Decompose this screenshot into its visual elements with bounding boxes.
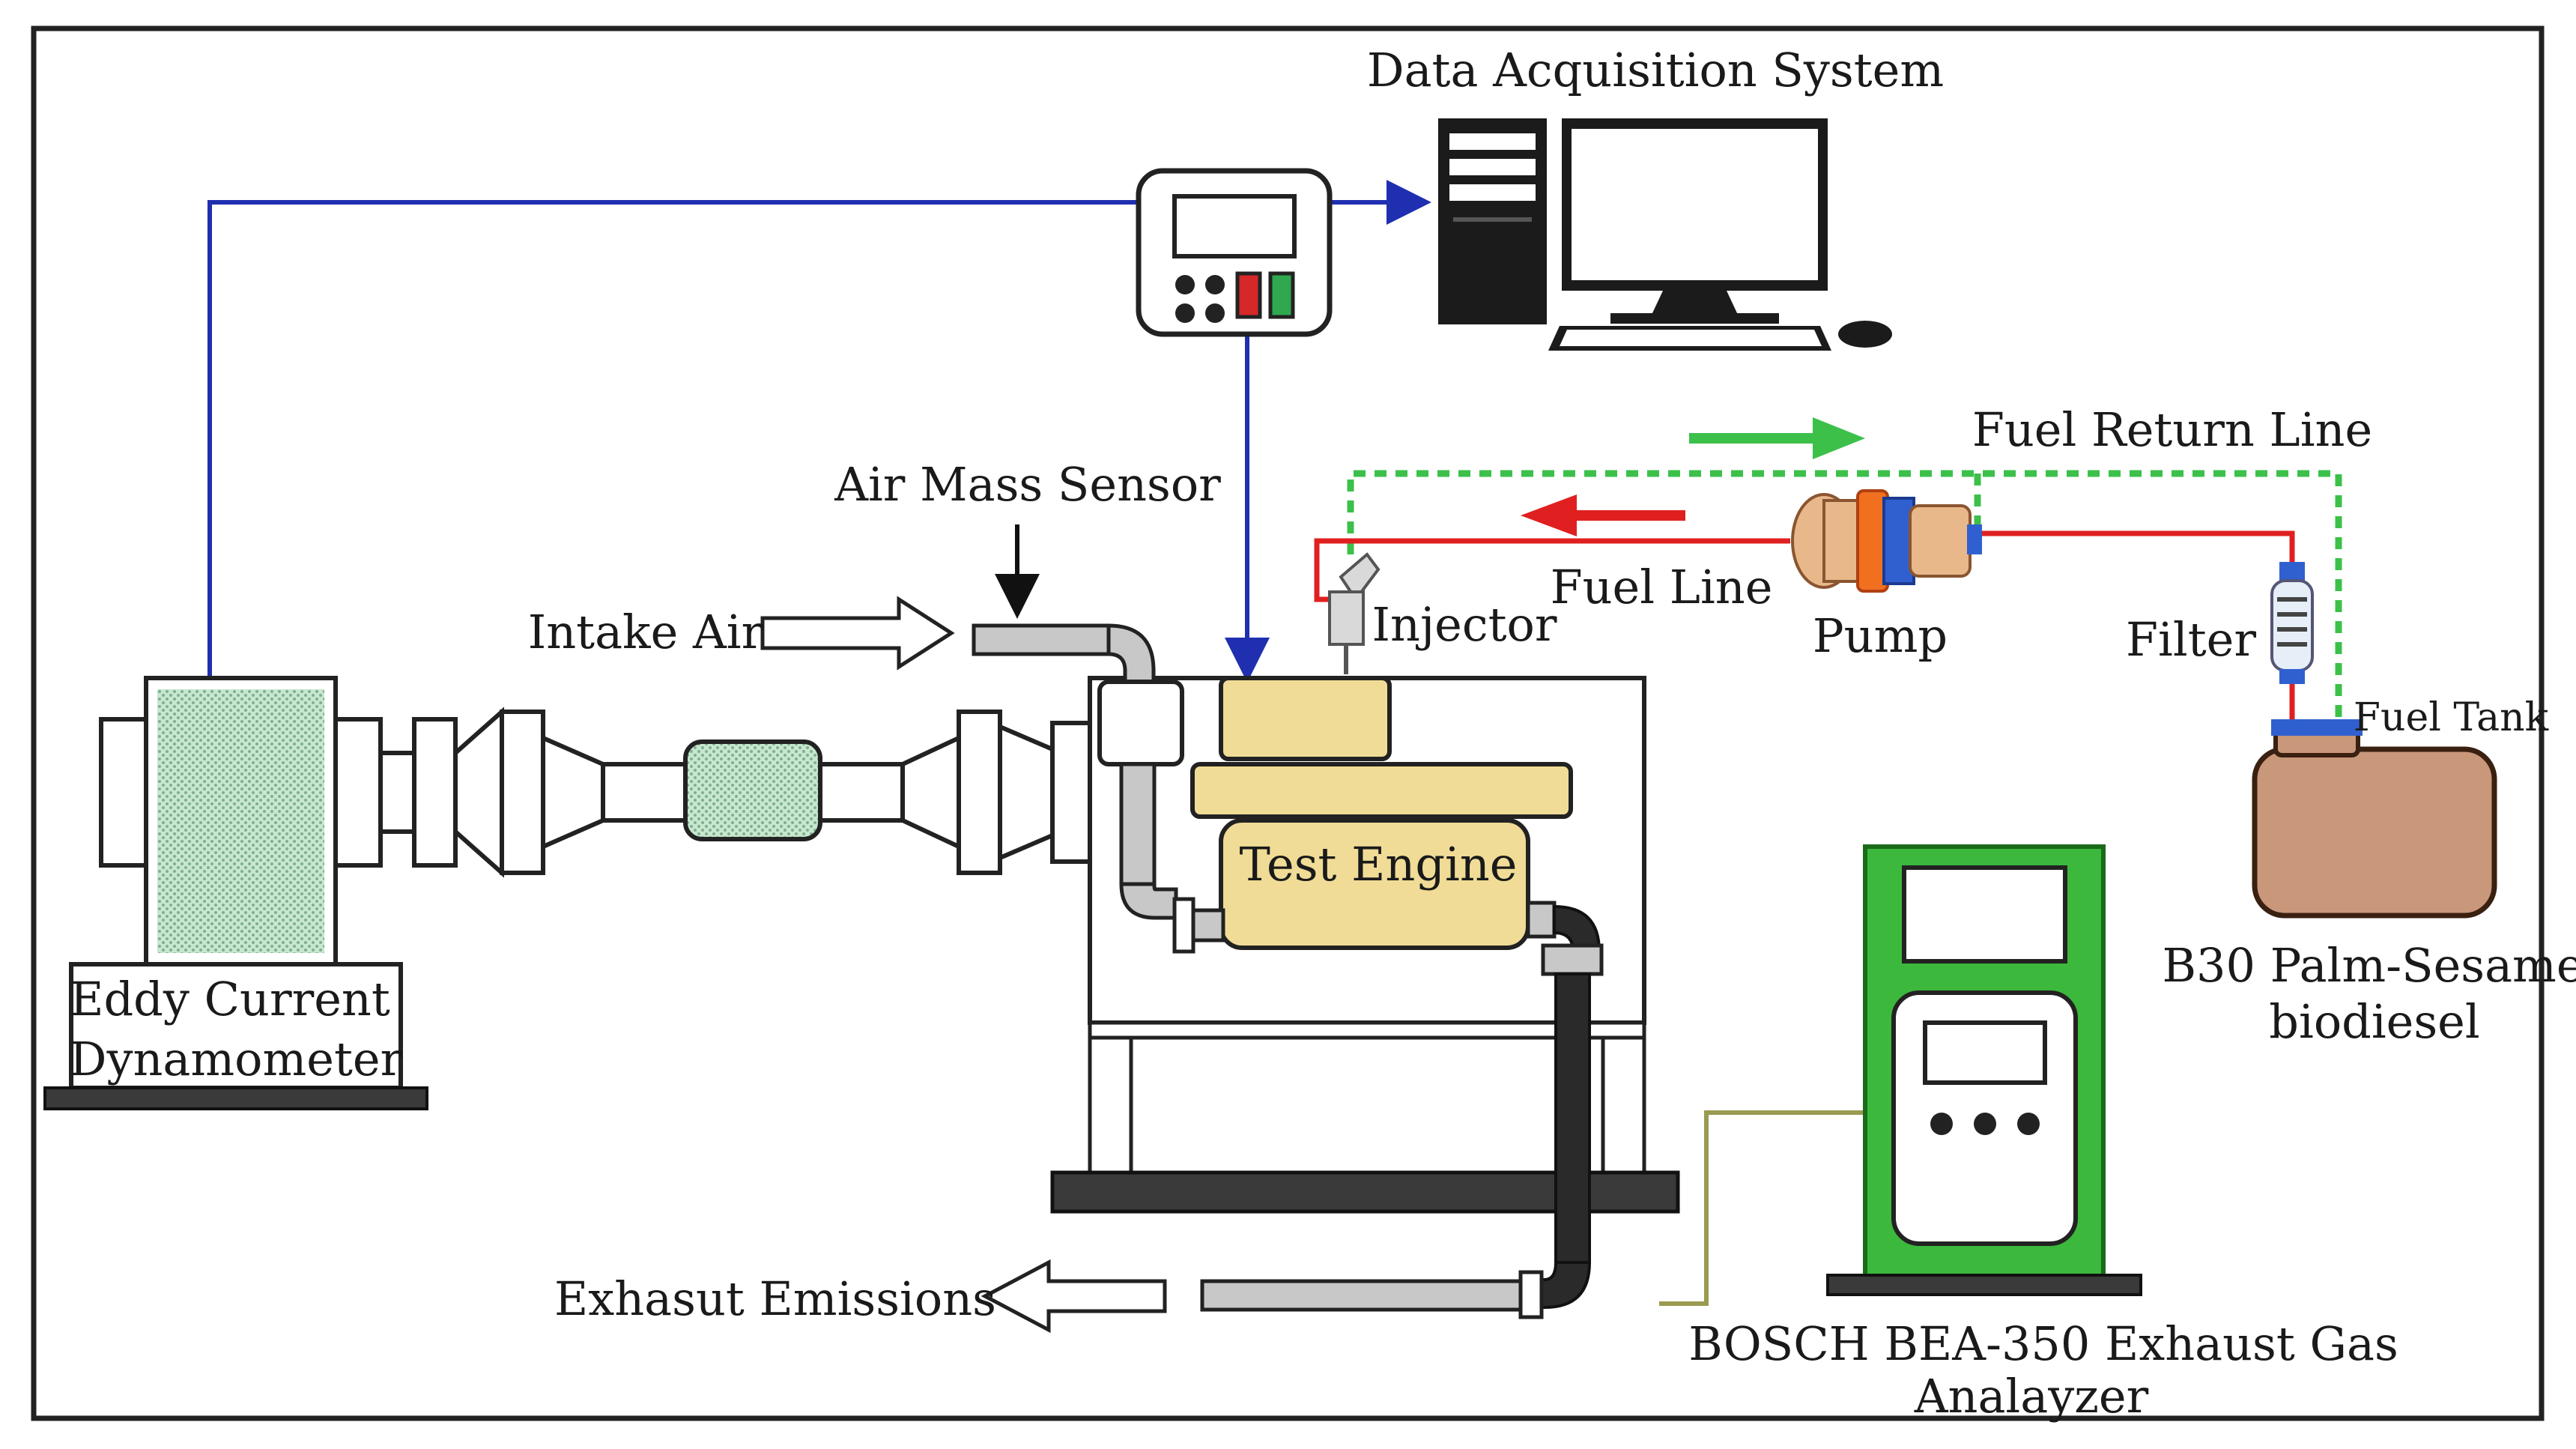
- return-flow-arrowhead: [1813, 417, 1865, 459]
- label-fuel-line: Fuel Line: [1551, 560, 1773, 614]
- eddy-current-dynamometer: [43, 676, 428, 1110]
- label-dynamometer-line1: Eddy Current: [70, 972, 390, 1026]
- label-data-acquisition: Data Acquisition System: [1367, 43, 1944, 97]
- exhaust-emissions-arrow: [981, 1259, 1167, 1334]
- label-filter: Filter: [2126, 612, 2256, 667]
- label-biodiesel-line1: B30 Palm-Sesame: [2162, 938, 2576, 993]
- intake-air-arrow: [760, 596, 955, 671]
- label-exhaust-emissions: Exhasut Emissions: [554, 1271, 996, 1326]
- label-fuel-return-line: Fuel Return Line: [1972, 402, 2372, 457]
- drivetrain: [99, 707, 1092, 878]
- test-engine: [1190, 676, 1573, 950]
- dyno-signal-line: [207, 200, 1139, 678]
- label-analyzer-line1: BOSCH BEA-350 Exhaust Gas: [1688, 1316, 2398, 1371]
- fuel-return-line: [1347, 470, 2342, 738]
- exhaust-pipe: [1200, 901, 1604, 1319]
- label-air-mass-sensor: Air Mass Sensor: [834, 457, 1221, 512]
- exhaust-gas-analyzer: [1659, 844, 2142, 1306]
- outer-frame: [31, 25, 2545, 1421]
- fuel-filter: [2270, 562, 2314, 684]
- label-pump: Pump: [1813, 608, 1948, 663]
- signal-lines: [207, 180, 1431, 683]
- mouse: [1838, 321, 1892, 348]
- computer: [1438, 118, 1892, 351]
- label-analyzer-line2: Analayzer: [1914, 1369, 2149, 1424]
- injector: [1328, 552, 1381, 674]
- label-dynamometer-line2: Dynamometer: [70, 1032, 403, 1086]
- keyboard: [1548, 326, 1831, 351]
- intake-pipe: [972, 623, 1225, 954]
- label-biodiesel-line2: biodiesel: [2269, 994, 2479, 1049]
- daq-unit: [1136, 168, 1333, 337]
- fuel-flow-arrowhead: [1521, 494, 1577, 536]
- label-intake-air: Intake Air: [528, 605, 764, 659]
- pump: [1791, 489, 1982, 593]
- label-test-engine: Test Engine: [1239, 837, 1517, 892]
- label-fuel-tank: Fuel Tank: [2354, 695, 2549, 740]
- fuel-tank: [2252, 719, 2497, 919]
- label-injector: Injector: [1372, 597, 1557, 652]
- pc-tower: [1438, 118, 1547, 324]
- monitor: [1562, 118, 1828, 324]
- analyzer-probe-wire: [1659, 1110, 1865, 1306]
